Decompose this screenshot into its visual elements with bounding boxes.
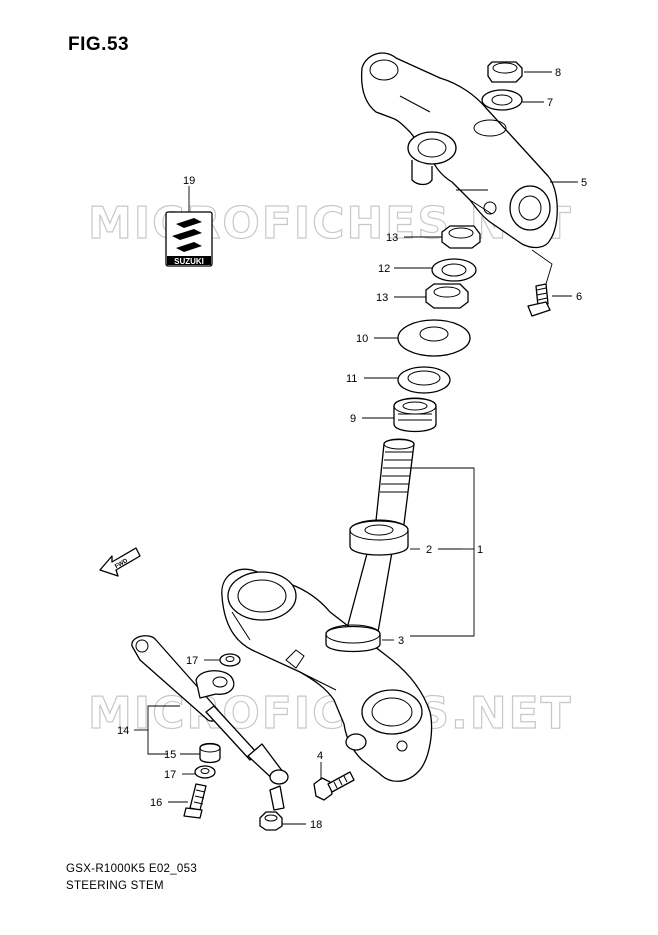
steering-stem-part-1 (345, 438, 415, 633)
callout-11: 11 (346, 373, 357, 385)
bushing-part-15 (199, 742, 221, 764)
callout-13-lower: 13 (376, 292, 388, 304)
bolt-part-6 (527, 283, 551, 317)
dust-seal-part-2 (349, 519, 409, 556)
callout-3: 3 (398, 635, 404, 647)
callout-12: 12 (378, 263, 390, 275)
lock-nut-part-13-upper (441, 225, 481, 249)
lower-bracket (221, 568, 433, 782)
callout-4: 4 (317, 750, 323, 762)
washer-part-7 (481, 89, 523, 111)
watermark-lower: MICROFICHES.NET (88, 688, 573, 739)
dust-seal-part-10 (397, 319, 471, 357)
figure-title: FIG.53 (68, 34, 130, 55)
callout-5: 5 (581, 177, 587, 189)
washer-part-17-lower (194, 765, 216, 779)
bolt-part-16 (183, 783, 207, 819)
upper-bearing-part-9 (393, 397, 437, 433)
callout-17-upper: 17 (186, 655, 198, 667)
callout-6: 6 (576, 291, 582, 303)
forward-direction-arrow: FWD (99, 547, 141, 577)
callout-7: 7 (547, 97, 553, 109)
nut-part-18 (259, 811, 283, 831)
washer-part-17-upper (219, 653, 241, 667)
callout-19: 19 (183, 175, 195, 187)
callout-14: 14 (117, 725, 129, 737)
callout-9: 9 (350, 413, 356, 425)
callout-17-lower: 17 (164, 769, 176, 781)
bolt-part-4 (313, 771, 355, 801)
callout-8: 8 (555, 67, 561, 79)
leader-lines (134, 71, 578, 825)
callout-10: 10 (356, 333, 368, 345)
steering-stem-nut-part-8 (487, 61, 523, 83)
upper-bracket-part-5 (360, 52, 558, 249)
footer-model-code: GSX-R1000K5 E02_053 (66, 863, 198, 875)
bearing-race-part-11 (397, 366, 451, 394)
callout-13-upper: 13 (386, 232, 398, 244)
callout-labels: 8 7 5 13 12 13 6 10 11 9 1 2 3 4 17 14 1… (117, 67, 587, 831)
suzuki-emblem: SUZUKI (165, 211, 213, 267)
callout-2: 2 (426, 544, 432, 556)
suzuki-logo-text: SUZUKI (174, 257, 204, 266)
callout-18: 18 (310, 819, 322, 831)
lock-washer-part-12 (431, 258, 477, 282)
footer-section-name: STEERING STEM (66, 880, 164, 892)
callout-15: 15 (164, 749, 176, 761)
callout-1: 1 (477, 544, 483, 556)
callout-16: 16 (150, 797, 162, 809)
lower-bearing-part-3 (325, 624, 381, 653)
steering-damper-part-14 (131, 635, 289, 811)
lock-nut-part-13-lower (425, 283, 469, 309)
